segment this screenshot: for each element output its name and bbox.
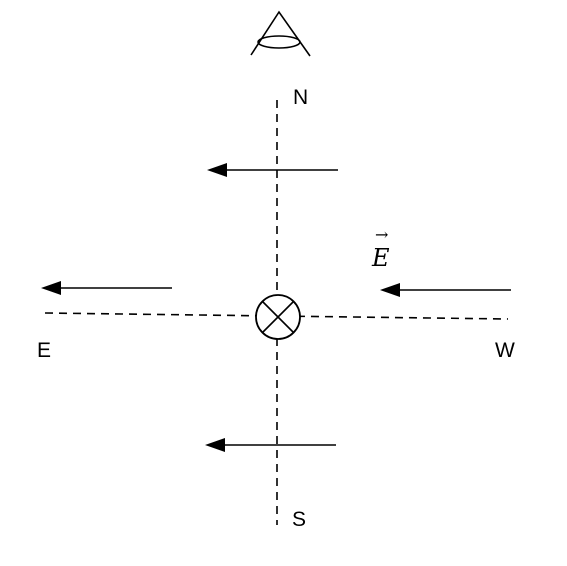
current-into-page-icon [255,294,301,340]
field-vector-label: E [371,244,390,272]
field-arrow-right [380,283,511,297]
eye-icon [250,10,311,57]
east-label: E [37,339,51,362]
field-arrow-top [207,163,338,177]
field-arrow-bottom [205,438,336,452]
west-label: W [495,339,515,362]
field-arrow-left [41,281,172,295]
north-label: N [293,86,308,109]
field-vector-accent: → [375,225,388,244]
south-label: S [292,508,306,531]
